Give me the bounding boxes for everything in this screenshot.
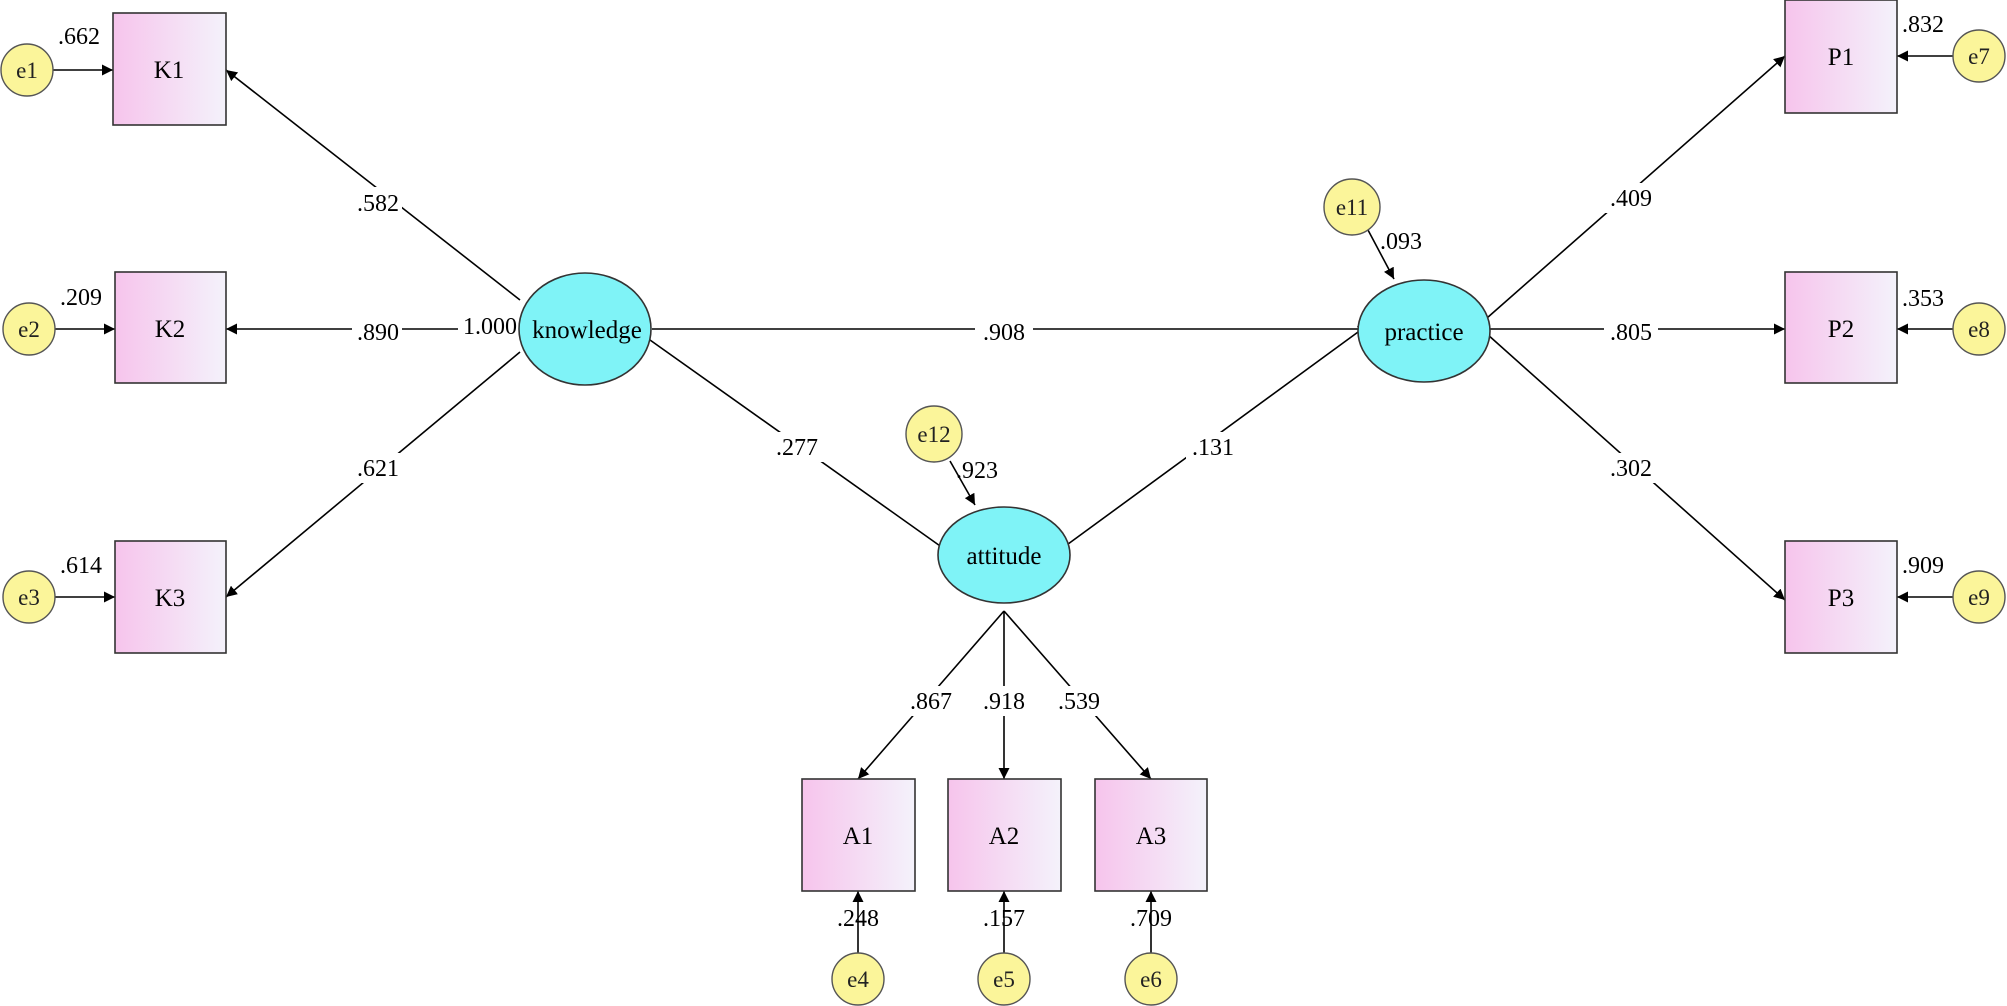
- rsq-K1: .662: [58, 24, 100, 50]
- rsq-attitude: .923: [956, 458, 998, 484]
- observed-K2-label: K2: [155, 316, 186, 343]
- error-e12[interactable]: e12: [905, 405, 963, 463]
- error-e1-label: e1: [16, 58, 38, 83]
- observed-K1[interactable]: K1: [112, 12, 227, 126]
- error-e5[interactable]: e5: [977, 952, 1031, 1006]
- error-e4-label: e4: [847, 967, 869, 992]
- rsq-A1: .248: [837, 906, 879, 932]
- observed-K3[interactable]: K3: [114, 540, 227, 654]
- error-e7[interactable]: e7: [1952, 29, 2006, 83]
- error-e7-label: e7: [1968, 44, 1990, 69]
- error-e9[interactable]: e9: [1952, 570, 2006, 624]
- observed-A3-label: A3: [1136, 823, 1167, 850]
- edge-e11-practice: [1367, 229, 1395, 280]
- observed-P2[interactable]: P2: [1784, 271, 1898, 384]
- observed-P1[interactable]: P1: [1784, 0, 1898, 114]
- error-e1[interactable]: e1: [0, 43, 54, 97]
- rsq-practice: .093: [1380, 229, 1422, 255]
- error-e5-label: e5: [993, 967, 1015, 992]
- error-e8-label: e8: [1968, 317, 1990, 342]
- error-e2[interactable]: e2: [2, 302, 56, 356]
- rsq-K2: .209: [60, 285, 102, 311]
- loading-practice-P3: .302: [1610, 456, 1652, 482]
- observed-P2-label: P2: [1828, 316, 1854, 343]
- loading-knowledge-K2: .890: [357, 320, 399, 346]
- loading-attitude-A1: .867: [910, 689, 952, 715]
- observed-A2-label: A2: [989, 823, 1020, 850]
- latent-knowledge-label: knowledge: [532, 317, 642, 344]
- error-e6[interactable]: e6: [1124, 952, 1178, 1006]
- edge-e12-attitude: [949, 460, 976, 506]
- observed-P1-label: P1: [1828, 44, 1854, 71]
- rsq-P2: .353: [1902, 286, 1944, 312]
- rsq-P3: .909: [1902, 553, 1944, 579]
- error-e6-label: e6: [1140, 967, 1162, 992]
- loading-practice-P1: .409: [1610, 186, 1652, 212]
- rsq-P1: .832: [1902, 12, 1944, 38]
- observed-A3[interactable]: A3: [1094, 778, 1208, 892]
- edge-knowledge-K1: [225, 69, 521, 301]
- rsq-K3: .614: [60, 553, 102, 579]
- latent-attitude[interactable]: attitude: [937, 506, 1071, 604]
- loading-knowledge-K3: .621: [357, 456, 399, 482]
- observed-K3-label: K3: [155, 585, 186, 612]
- rsq-A3: .709: [1130, 906, 1172, 932]
- error-e9-label: e9: [1968, 585, 1990, 610]
- observed-P3-label: P3: [1828, 585, 1854, 612]
- loading-practice-P2: .805: [1610, 320, 1652, 346]
- latent-attitude-label: attitude: [967, 543, 1042, 570]
- latent-practice-label: practice: [1384, 319, 1463, 346]
- path-knowledge-attitude: .277: [776, 435, 818, 461]
- latent-variables: knowledge attitude practice: [518, 272, 1491, 604]
- error-e3-label: e3: [18, 585, 40, 610]
- latent-practice[interactable]: practice: [1357, 279, 1491, 383]
- observed-P3[interactable]: P3: [1784, 540, 1898, 654]
- loading-knowledge-K1: .582: [357, 191, 399, 217]
- error-e3[interactable]: e3: [2, 570, 56, 624]
- error-terms: e1 e2 e3 e4 e5 e6 e7 e8: [0, 29, 2006, 1006]
- error-e11[interactable]: e11: [1323, 178, 1381, 236]
- error-e2-label: e2: [18, 317, 40, 342]
- error-e12-label: e12: [917, 422, 950, 447]
- loading-attitude-A2: .918: [983, 689, 1025, 715]
- observed-variables: K1 K2 K3 A1 A2 A3 P1 P2: [112, 0, 1898, 892]
- error-e11-label: e11: [1336, 195, 1368, 220]
- latent-knowledge[interactable]: knowledge: [518, 272, 652, 386]
- coefficients: .582 .890 .621 .908 .277 .131 .867 .918 …: [58, 12, 1944, 932]
- error-e4[interactable]: e4: [831, 952, 885, 1006]
- observed-A1[interactable]: A1: [801, 778, 916, 892]
- observed-A1-label: A1: [843, 823, 874, 850]
- path-knowledge-practice: .908: [983, 320, 1025, 346]
- error-e8[interactable]: e8: [1952, 302, 2006, 356]
- observed-A2[interactable]: A2: [947, 778, 1062, 892]
- path-attitude-practice: .131: [1192, 435, 1234, 461]
- observed-K1-label: K1: [154, 57, 185, 84]
- rsq-A2: .157: [983, 906, 1025, 932]
- loading-attitude-A3: .539: [1058, 689, 1100, 715]
- observed-K2[interactable]: K2: [114, 271, 227, 384]
- rsq-knowledge: 1.000: [463, 314, 517, 340]
